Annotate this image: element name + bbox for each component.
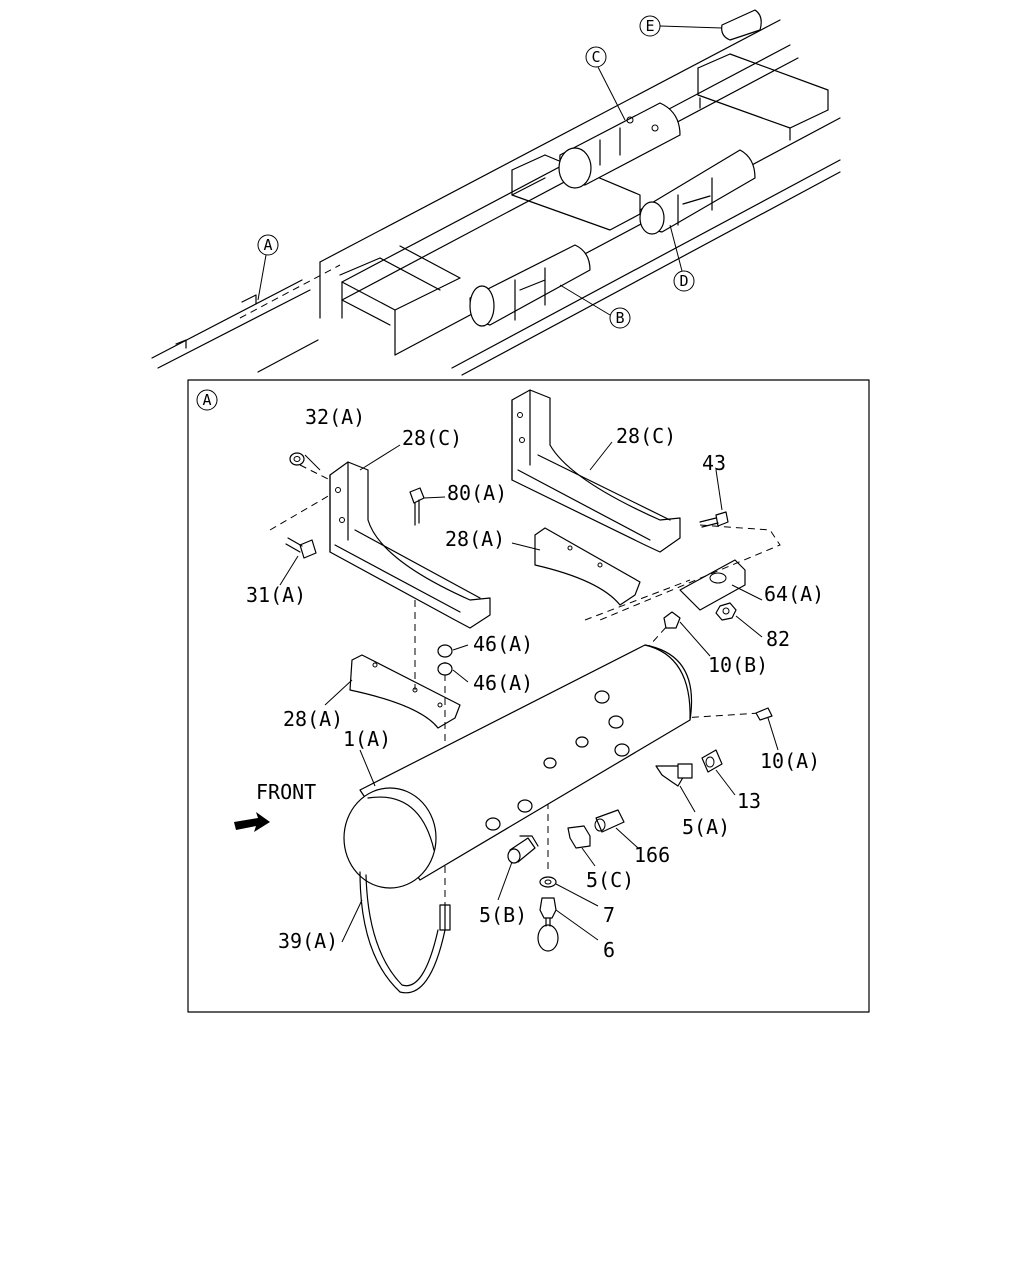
label-31a: 31(A) <box>246 583 306 607</box>
washer-7 <box>539 876 557 888</box>
callout-a-text: A <box>263 236 272 254</box>
label-28c-right: 28(C) <box>616 424 676 448</box>
label-10a: 10(A) <box>760 749 820 773</box>
bolt-43 <box>699 511 729 528</box>
label-1a: 1(A) <box>343 727 391 751</box>
connector-13 <box>701 749 723 773</box>
label-39a: 39(A) <box>278 929 338 953</box>
rail-fitting <box>175 294 257 349</box>
callout-c-overview: C <box>585 46 626 121</box>
label-10b: 10(B) <box>708 653 768 677</box>
callout-e-text: E <box>645 17 654 35</box>
callout-d-text: D <box>679 272 688 290</box>
callout-b-overview: B <box>559 284 631 329</box>
plug-10a <box>755 707 773 721</box>
part-labels: 32(A) 28(C) 80(A) 31(A) 28(C) 43 28(A) 6… <box>246 405 824 962</box>
label-5c: 5(C) <box>586 868 634 892</box>
bolt-80a <box>409 487 425 526</box>
label-166: 166 <box>634 843 670 867</box>
callout-d-overview: D <box>669 224 695 292</box>
tank-strap-39a <box>359 871 451 994</box>
strap-plate-64a <box>679 559 746 611</box>
assembly-line <box>269 464 331 531</box>
label-5b: 5(B) <box>479 903 527 927</box>
bracket-28a-upper <box>534 527 641 606</box>
assembly-line <box>584 524 781 621</box>
label-7: 7 <box>603 903 615 927</box>
label-28c-left: 28(C) <box>402 426 462 450</box>
cross-member-1 <box>339 245 461 341</box>
elbow-5a <box>655 763 693 787</box>
chassis-overview: A B C D E <box>151 9 841 376</box>
plug-10b <box>663 611 681 629</box>
front-arrow-icon <box>234 812 270 832</box>
nut-82 <box>715 602 737 621</box>
label-32a: 32(A) <box>305 405 365 429</box>
air-tank-c <box>558 102 681 189</box>
front-label: FRONT <box>256 780 316 804</box>
label-28a-upper: 28(A) <box>445 527 505 551</box>
bolt-31a <box>285 537 317 559</box>
front-indicator: FRONT <box>234 780 316 832</box>
callout-c-text: C <box>591 48 600 66</box>
detail-panel-letter: A <box>202 391 211 409</box>
label-82: 82 <box>766 627 790 651</box>
nut-32a <box>289 452 305 466</box>
air-tank-e <box>721 9 762 41</box>
air-tank-1a <box>343 644 693 889</box>
cross-member-3 <box>697 53 829 141</box>
air-tank-d <box>639 149 756 235</box>
bracket-28c-left <box>329 461 491 629</box>
label-6: 6 <box>603 938 615 962</box>
detail-panel-a: A <box>187 379 870 1013</box>
label-80a: 80(A) <box>447 481 507 505</box>
callout-e-overview: E <box>639 15 723 37</box>
label-5a: 5(A) <box>682 815 730 839</box>
callout-a-overview: A <box>257 234 279 301</box>
fitting-5c <box>567 825 591 849</box>
air-tank-b <box>469 244 591 327</box>
detail-frame <box>187 379 870 1013</box>
callout-b-text: B <box>615 309 624 327</box>
leader-lines <box>279 441 779 943</box>
nut-46a-lower <box>437 662 453 676</box>
label-13: 13 <box>737 789 761 813</box>
valve-166 <box>594 809 625 833</box>
label-43: 43 <box>702 451 726 475</box>
bracket-28c-right <box>511 389 681 553</box>
drain-cock-6 <box>537 897 559 952</box>
nut-46a-upper <box>437 644 453 658</box>
frame-rail-right <box>257 117 841 376</box>
label-46a-2: 46(A) <box>473 671 533 695</box>
elbow-5b <box>507 835 539 864</box>
label-28a-lower: 28(A) <box>283 707 343 731</box>
label-64a: 64(A) <box>764 582 824 606</box>
label-46a-1: 46(A) <box>473 632 533 656</box>
